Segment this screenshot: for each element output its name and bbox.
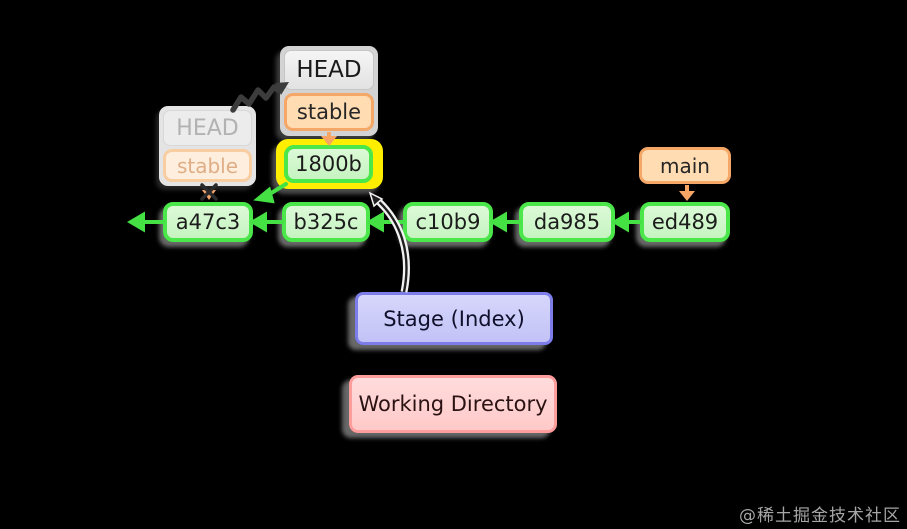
branch-tag-main: main — [639, 147, 731, 184]
branch-tag-stable: stable — [284, 93, 374, 131]
ghost-head-label: HEAD — [163, 110, 252, 146]
ghost-head-pointer: HEAD stable — [159, 106, 256, 186]
commit-node: da985 — [519, 202, 615, 242]
commit-node: ed489 — [640, 202, 730, 242]
working-directory-box: Working Directory — [349, 375, 557, 433]
amended-commit-node: 1800b — [284, 145, 373, 183]
head-pointer: HEAD stable — [280, 46, 378, 136]
stage-box: Stage (Index) — [355, 292, 553, 345]
commit-node: b325c — [282, 202, 370, 242]
commit-node: c10b9 — [403, 202, 493, 242]
commit-highlight: 1800b — [276, 139, 383, 189]
head-label: HEAD — [284, 50, 374, 90]
ghost-branch-tag-stable: stable — [163, 149, 252, 182]
commit-node: a47c3 — [163, 202, 253, 242]
watermark: @稀土掘金技术社区 — [739, 506, 901, 526]
